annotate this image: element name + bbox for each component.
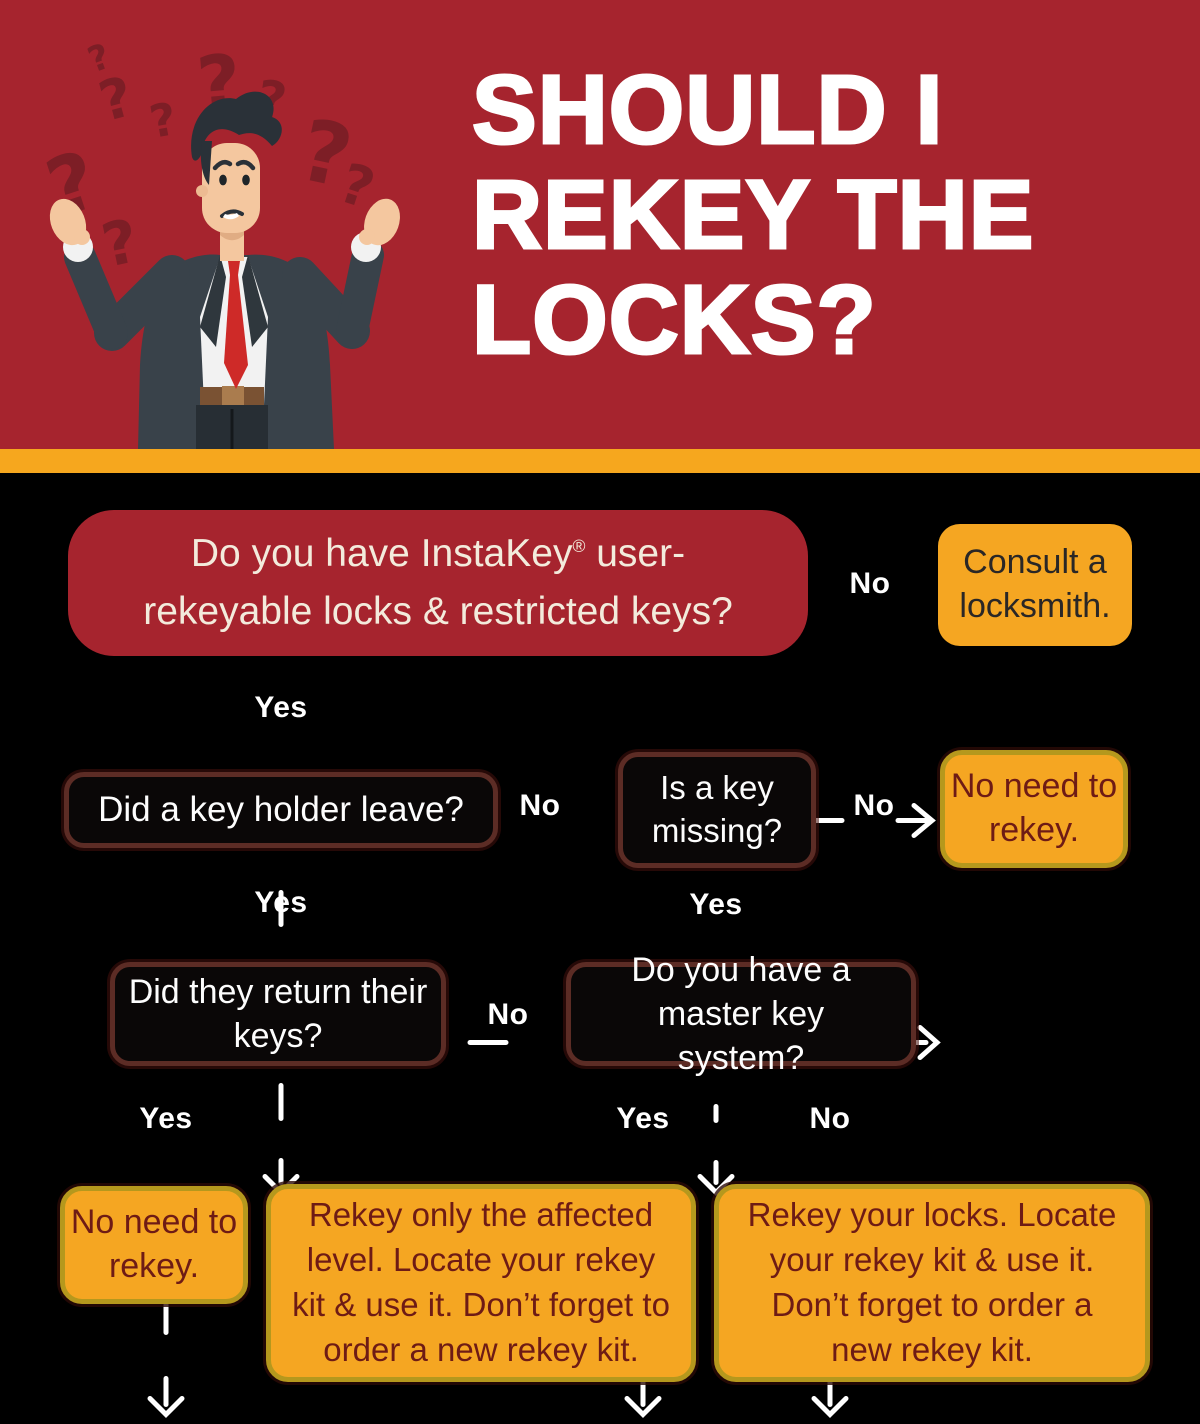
node-result-rekey-affected-level: Rekey only the affected level. Locate yo… — [266, 1184, 696, 1382]
title-line-3: LOCKS? — [470, 264, 877, 374]
q1-text-line2: rekeyable locks & restricted keys? — [143, 590, 733, 633]
page-title: SHOULD I REKEY THE LOCKS? — [470, 55, 1035, 374]
svg-text:?: ? — [83, 37, 116, 82]
registered-mark: ® — [572, 535, 586, 556]
q1-text-pre: Do you have InstaKey — [190, 531, 573, 575]
flowchart: Do you have InstaKey® user- rekeyable lo… — [0, 473, 1200, 1424]
node-question-master-key-system: Do you have a master key system? — [566, 951, 916, 1077]
node-result-no-need-rekey-1: No need to rekey. — [940, 750, 1128, 868]
node-question-key-missing: Is a key missing? — [618, 752, 816, 868]
svg-text:?: ? — [146, 92, 181, 149]
node-result-no-need-rekey-2: No need to rekey. — [60, 1186, 248, 1304]
title-line-1: SHOULD I — [470, 55, 944, 164]
businessman-figure — [49, 91, 400, 449]
edge-label-yes-3: Yes — [689, 888, 743, 921]
title-line-2: REKEY THE — [470, 159, 1035, 269]
header: ? ? ? ? ? ? ? ? ? — [0, 0, 1200, 449]
edge-label-no-2: No — [519, 789, 561, 822]
node-question-instakey: Do you have InstaKey® user- rekeyable lo… — [68, 510, 808, 656]
edge-label-no-4: No — [487, 998, 529, 1031]
edge-label-yes-1: Yes — [254, 691, 308, 724]
node-result-consult-locksmith: Consult a locksmith. — [938, 524, 1132, 646]
edge-label-no-1: No — [849, 567, 891, 600]
orange-divider — [0, 449, 1200, 473]
q1-text-post: user- — [585, 531, 686, 575]
node-result-rekey-your-locks: Rekey your locks. Locate your rekey kit … — [714, 1184, 1150, 1382]
edge-label-no-3: No — [853, 789, 895, 822]
node-question-return-keys: Did they return their keys? — [110, 962, 446, 1066]
node-question-key-holder-leave: Did a key holder leave? — [64, 772, 498, 848]
edge-label-yes-4: Yes — [139, 1102, 193, 1135]
edge-label-yes-5: Yes — [616, 1102, 670, 1135]
svg-text:?: ? — [96, 206, 145, 282]
confused-businessman-illustration: ? ? ? ? ? ? ? ? ? — [36, 37, 400, 449]
edge-label-no-5: No — [809, 1102, 851, 1135]
edge-label-yes-2: Yes — [254, 886, 308, 919]
